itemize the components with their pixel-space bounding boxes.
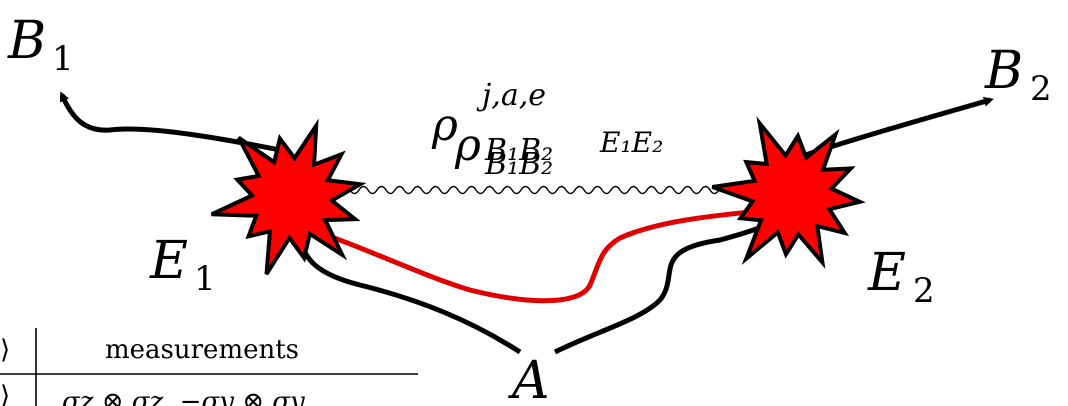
explosion-icon <box>210 118 367 276</box>
path-a-to-e1 <box>297 229 522 355</box>
svg-text:B₁B₂: B₁B₂ <box>484 133 553 168</box>
svg-text:j,a,e: j,a,e <box>476 78 546 113</box>
wavy-line <box>349 185 747 195</box>
rho-back-label: ρ B₁B₂ <box>454 120 553 182</box>
svg-text:1: 1 <box>52 39 74 79</box>
svg-text:B: B <box>984 41 1023 101</box>
path-a-to-e2 <box>553 215 782 355</box>
table-header-measurements: measurements <box>105 335 299 365</box>
svg-text:B: B <box>7 11 46 71</box>
label-b1: B 1 <box>7 11 74 79</box>
rho-front-label: ρ j,a,e B₁B₂ E₁E₂ <box>431 78 663 168</box>
explosion-icon <box>711 116 866 269</box>
svg-text:1: 1 <box>194 259 216 299</box>
label-e1: E 1 <box>149 231 216 299</box>
svg-text:E: E <box>867 243 906 303</box>
label-a: A <box>508 351 550 406</box>
svg-text:ρ: ρ <box>454 120 481 171</box>
svg-text:ρ: ρ <box>431 100 458 151</box>
svg-text:2: 2 <box>913 271 935 311</box>
svg-text:B₁B₂: B₁B₂ <box>484 147 553 182</box>
measurement-table: ⟩ measurements ⟩ σz ⊗ σz, −σy ⊗ σy <box>0 328 418 406</box>
label-e2: E 2 <box>867 243 935 311</box>
label-b2: B 2 <box>984 41 1052 109</box>
table-row-left: ⟩ <box>0 381 10 406</box>
red-path <box>304 207 771 304</box>
svg-text:E₁E₂: E₁E₂ <box>599 126 663 159</box>
table-row-measurements: σz ⊗ σz, −σy ⊗ σy <box>62 387 305 406</box>
table-header-left: ⟩ <box>0 335 10 365</box>
svg-text:2: 2 <box>1030 69 1052 109</box>
svg-text:E: E <box>149 231 188 291</box>
path-e1-to-b1 <box>59 91 291 155</box>
